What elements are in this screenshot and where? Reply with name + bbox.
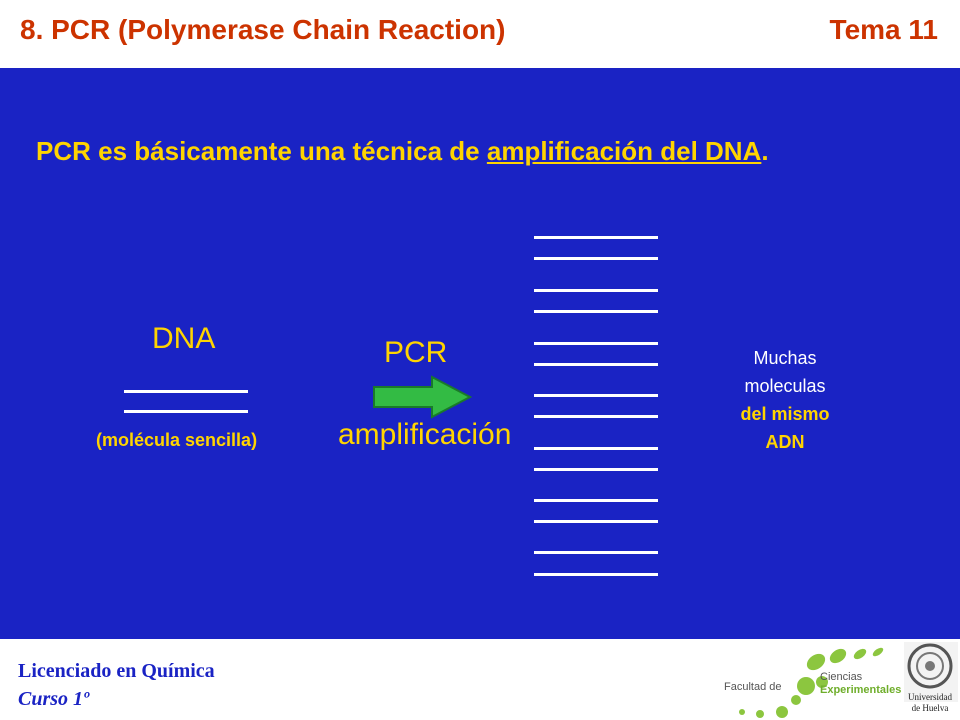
result-line-3: del mismo <box>740 404 830 424</box>
dna-strand <box>534 257 658 260</box>
dna-strand <box>534 551 658 554</box>
dna-strand <box>534 363 658 366</box>
dna-strand <box>534 520 658 523</box>
logo-university-line1: Universidad <box>908 692 952 702</box>
degree-label: Licenciado en Química <box>18 660 215 682</box>
dna-strand <box>534 310 658 313</box>
dna-strand <box>534 342 658 345</box>
logo-ciencias-text: Ciencias <box>820 671 863 683</box>
dna-strand <box>534 394 658 397</box>
course-label: Curso 1º <box>18 688 90 710</box>
pcr-label: PCR <box>384 336 448 369</box>
amplification-arrow <box>373 375 473 419</box>
dna-strand <box>534 573 658 576</box>
single-strand-top <box>124 390 248 393</box>
result-description: Muchas moleculas del mismo ADN <box>715 344 855 456</box>
dna-strand <box>534 236 658 239</box>
headline-prefix: PCR es básicamente una técnica de <box>36 136 487 166</box>
dna-strand <box>534 468 658 471</box>
faculty-logo: Facultad de Ciencias Experimentales Univ… <box>724 642 958 718</box>
headline: PCR es básicamente una técnica de amplif… <box>36 136 769 167</box>
dna-strand <box>534 289 658 292</box>
amplification-label: amplificación <box>338 418 512 451</box>
logo-university-line2: de Huelva <box>912 703 949 713</box>
dna-label: DNA <box>152 322 216 355</box>
single-molecule-label: (molécula sencilla) <box>96 430 258 450</box>
result-line-2: moleculas <box>744 376 826 396</box>
slide-content-area <box>0 68 960 639</box>
single-strand-bottom <box>124 410 248 413</box>
leaf-dots-icon <box>739 647 884 718</box>
logo-faculty-text: Facultad de <box>724 681 781 693</box>
university-seal-icon <box>904 642 958 702</box>
dna-strand <box>534 447 658 450</box>
slide-header: 8. PCR (Polymerase Chain Reaction) Tema … <box>0 0 960 68</box>
headline-suffix: . <box>761 136 769 166</box>
dna-strand <box>534 499 658 502</box>
topic-number: Tema 11 <box>829 14 938 45</box>
dna-strand <box>534 415 658 418</box>
result-line-4: ADN <box>765 432 805 452</box>
headline-underlined: amplificación del DNA <box>486 136 762 166</box>
result-line-1: Muchas <box>753 348 817 368</box>
slide-title: 8. PCR (Polymerase Chain Reaction) <box>20 14 506 45</box>
logo-experimentales-text: Experimentales <box>820 684 901 696</box>
